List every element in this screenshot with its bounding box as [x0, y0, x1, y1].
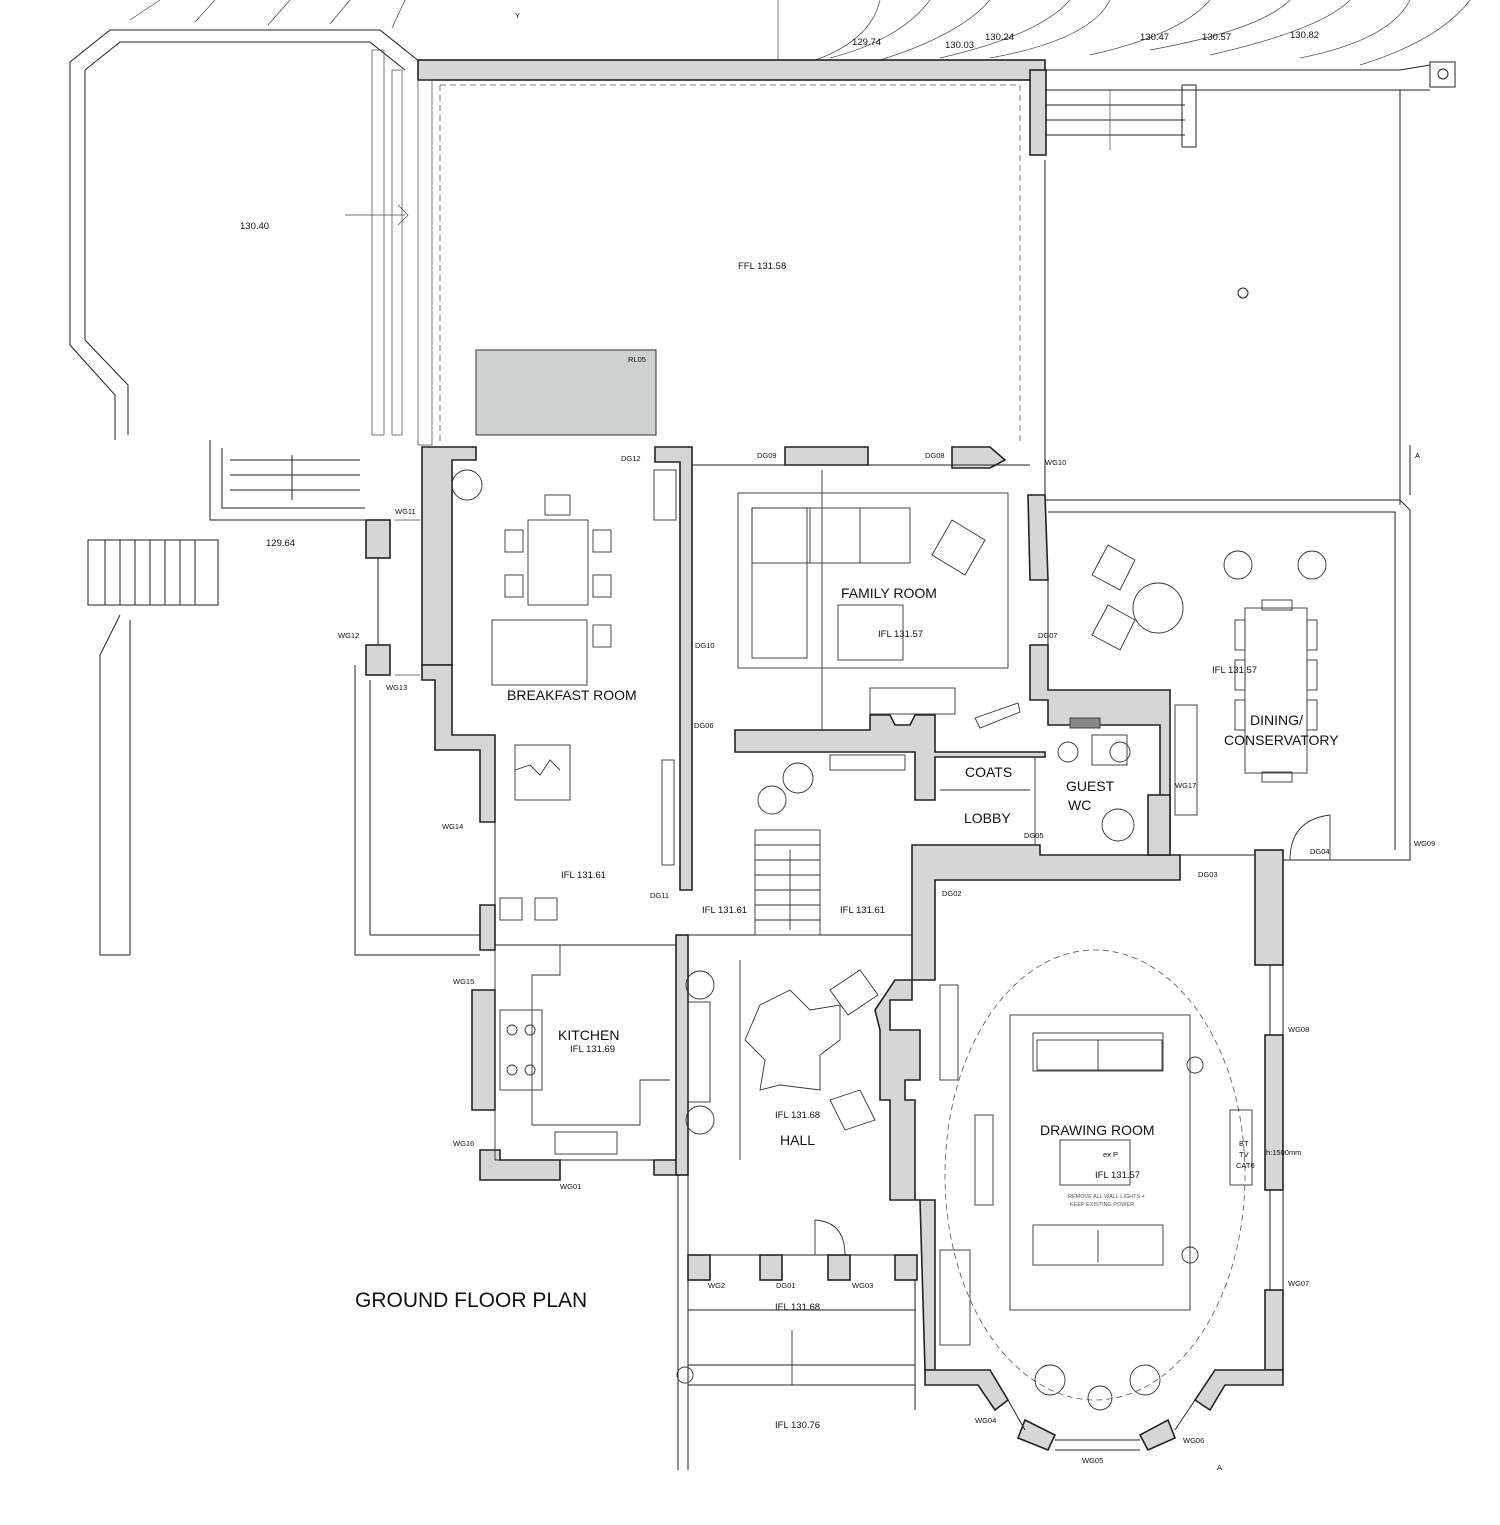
opening-tag: WG04	[975, 1416, 996, 1425]
hall-stairs	[685, 754, 906, 1160]
note-wall-lights: REMOVE ALL WALL LIGHTS +	[1068, 1194, 1145, 1200]
room-label-kitchen: KITCHEN	[558, 1027, 619, 1043]
section-mark: A	[1217, 1463, 1222, 1472]
plan-title: GROUND FLOOR PLAN	[355, 1289, 587, 1312]
terrace	[417, 59, 1456, 505]
spot-level: 129.64	[266, 538, 295, 549]
opening-tag: WG06	[1183, 1436, 1204, 1445]
level-hall: IFL 131.68	[775, 1110, 820, 1121]
level-dining: IFL 131.57	[1212, 665, 1257, 676]
opening-tag: WG10	[1045, 458, 1066, 467]
garden-steps	[87, 455, 360, 606]
opening-tag: WG05	[1082, 1456, 1103, 1465]
garden-boundary	[69, 29, 480, 956]
opening-tag: WG2	[708, 1281, 725, 1290]
opening-tags: DG12 DG09 DG08 WG10 WG11 WG12 WG13 DG10 …	[338, 451, 1435, 1465]
contour-spot-levels: 129.74 130.03 130.24 130.47 130.57 130.8…	[515, 11, 1319, 51]
contour-lines	[129, 0, 1471, 66]
interior-lines	[494, 464, 1284, 1470]
opening-tag: DG11	[650, 891, 669, 900]
level-breakfast: IFL 131.61	[561, 870, 606, 881]
opening-tag: WG16	[453, 1139, 474, 1148]
lobby-furniture	[940, 717, 1135, 845]
opening-tag: DG08	[925, 451, 945, 460]
spot-level: 130.03	[945, 40, 974, 51]
level-family: IFL 131.57	[878, 629, 923, 640]
opening-tag: DG09	[757, 451, 777, 460]
room-label-coats: COATS	[965, 764, 1012, 780]
porch	[676, 1219, 846, 1385]
opening-tag: WG11	[395, 507, 416, 516]
note-ex-p: ex P	[1103, 1150, 1118, 1159]
level-kitchen: IFL 131.69	[570, 1044, 615, 1055]
opening-tag: WG15	[453, 977, 474, 986]
opening-tag: DG06	[694, 721, 714, 730]
section-mark: A	[1415, 451, 1420, 460]
level-step: IFL 130.76	[775, 1420, 820, 1431]
room-label-guest-2: WC	[1068, 797, 1091, 813]
spot-level: 130.82	[1290, 30, 1319, 41]
opening-tag: WG07	[1288, 1279, 1309, 1288]
kitchen-furniture	[494, 945, 670, 1160]
opening-tag: WG01	[560, 1182, 581, 1191]
right-terrace	[1045, 287, 1411, 861]
opening-tag: DG05	[1024, 831, 1044, 840]
opening-tag: WG12	[338, 631, 359, 640]
retaining-wall	[345, 49, 409, 436]
note-tv: TV	[1239, 1150, 1249, 1159]
level-hall-right: IFL 131.61	[840, 905, 885, 916]
level-porch: IFL 131.68	[775, 1302, 820, 1313]
opening-tag: DG04	[1310, 847, 1330, 856]
spot-level: 130.47	[1140, 32, 1169, 43]
level-drawing: IFL 131.57	[1095, 1170, 1140, 1181]
opening-tag: DG07	[1038, 631, 1058, 640]
opening-tag: WG03	[852, 1281, 873, 1290]
room-label-guest-1: GUEST	[1066, 778, 1115, 794]
spot-level: 130.57	[1202, 32, 1231, 43]
note-bt: BT	[1239, 1139, 1249, 1148]
room-label-drawing: DRAWING ROOM	[1040, 1122, 1155, 1138]
opening-tag: DG03	[1198, 870, 1218, 879]
opening-tag: DG10	[695, 641, 715, 650]
note-tv-height: h:1500mm	[1266, 1148, 1301, 1157]
room-label-dining-2: CONSERVATORY	[1224, 732, 1339, 748]
family-furniture	[737, 470, 1021, 730]
main-walls	[365, 446, 1284, 1452]
spot-level: 130.24	[985, 32, 1014, 43]
note-cat6: CAT6	[1236, 1161, 1255, 1170]
rooflight: RL05	[475, 349, 657, 436]
opening-tag: DG01	[776, 1281, 796, 1290]
opening-tag: DG12	[621, 454, 641, 463]
room-label-dining-1: DINING/	[1250, 712, 1303, 728]
level-hall-left: IFL 131.61	[702, 905, 747, 916]
room-label-lobby: LOBBY	[964, 810, 1011, 826]
room-label-breakfast: BREAKFAST ROOM	[507, 687, 637, 703]
opening-tag: WG13	[386, 683, 407, 692]
room-label-hall: HALL	[780, 1132, 815, 1148]
dining-furniture	[1091, 544, 1331, 861]
drawing-furniture	[939, 949, 1253, 1411]
opening-tag: DG02	[942, 889, 962, 898]
opening-tag: WG08	[1288, 1025, 1309, 1034]
opening-tag: WG09	[1414, 839, 1435, 848]
opening-tag: WG17	[1175, 781, 1196, 790]
level-ffl: FFL 131.58	[738, 261, 786, 272]
opening-tag: WG14	[442, 822, 463, 831]
opening-tag: RL05	[628, 355, 646, 364]
section-mark: Y	[515, 11, 520, 20]
breakfast-furniture	[451, 469, 677, 921]
note-power: KEEP EXISTING POWER	[1070, 1202, 1134, 1208]
spot-level: 130.40	[240, 221, 269, 232]
room-label-family: FAMILY ROOM	[841, 585, 937, 601]
spot-level: 129.74	[852, 37, 881, 48]
